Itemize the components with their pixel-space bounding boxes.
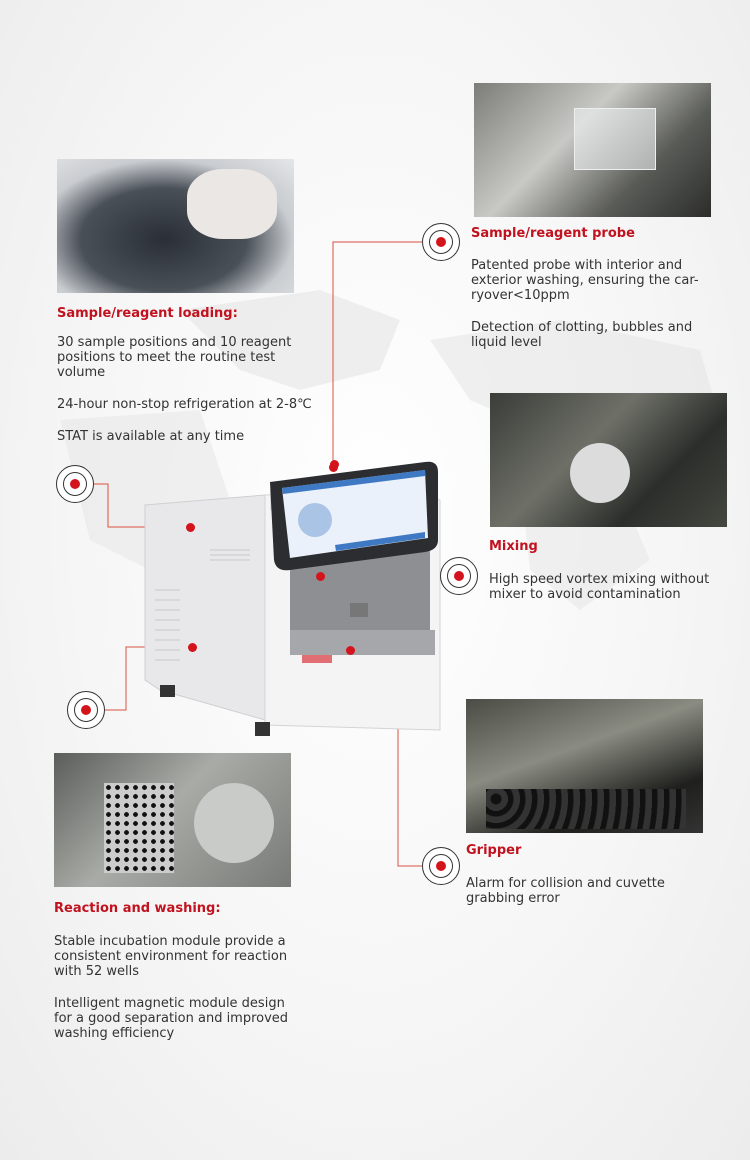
loading-target-icon[interactable] [56, 465, 94, 503]
loading-title: Sample/reagent loading: [57, 306, 238, 321]
probe-target-icon[interactable] [422, 223, 460, 261]
analyzer-illustration [140, 460, 450, 740]
reaction-description: Stable incubation module provide a consi… [54, 934, 299, 1058]
gripper-title: Gripper [466, 843, 522, 858]
mixing-photo [490, 393, 727, 527]
gripper-photo [466, 699, 703, 833]
reaction-hotspot-dot [188, 643, 197, 652]
loading-description: 30 sample positions and 10 reagent posit… [57, 335, 312, 461]
reaction-target-icon[interactable] [67, 691, 105, 729]
probe-line: Patented probe with interior and exterio… [471, 258, 699, 303]
mixing-title: Mixing [489, 539, 538, 554]
gripper-hotspot-dot [346, 646, 355, 655]
mixing-hotspot-dot [316, 572, 325, 581]
probe-title: Sample/reagent probe [471, 226, 635, 241]
reaction-line: Intelligent magnetic module design for a… [54, 996, 289, 1041]
gripper-description: Alarm for collision and cuvette grabbing… [466, 876, 686, 923]
gripper-target-icon[interactable] [422, 847, 460, 885]
reaction-line: Stable incubation module provide a consi… [54, 934, 288, 979]
probe-hotspot-dot [329, 463, 338, 472]
loading-line: STAT is available at any time [57, 429, 245, 444]
reaction-photo [54, 753, 291, 887]
mixing-line: High speed vortex mixing without mixer t… [489, 572, 710, 602]
gripper-line: Alarm for collision and cuvette grabbing… [466, 876, 665, 906]
probe-description: Patented probe with interior and exterio… [471, 258, 711, 367]
probe-line: Detection of clotting, bubbles and liqui… [471, 320, 693, 350]
probe-photo [474, 83, 711, 217]
loading-hotspot-dot [186, 523, 195, 532]
mixing-description: High speed vortex mixing without mixer t… [489, 572, 729, 619]
loading-line: 30 sample positions and 10 reagent posit… [57, 335, 292, 380]
reaction-title: Reaction and washing: [54, 901, 221, 916]
loading-photo [57, 159, 294, 293]
loading-line: 24-hour non-stop refrigeration at 2-8℃ [57, 397, 312, 412]
mixing-target-icon[interactable] [440, 557, 478, 595]
